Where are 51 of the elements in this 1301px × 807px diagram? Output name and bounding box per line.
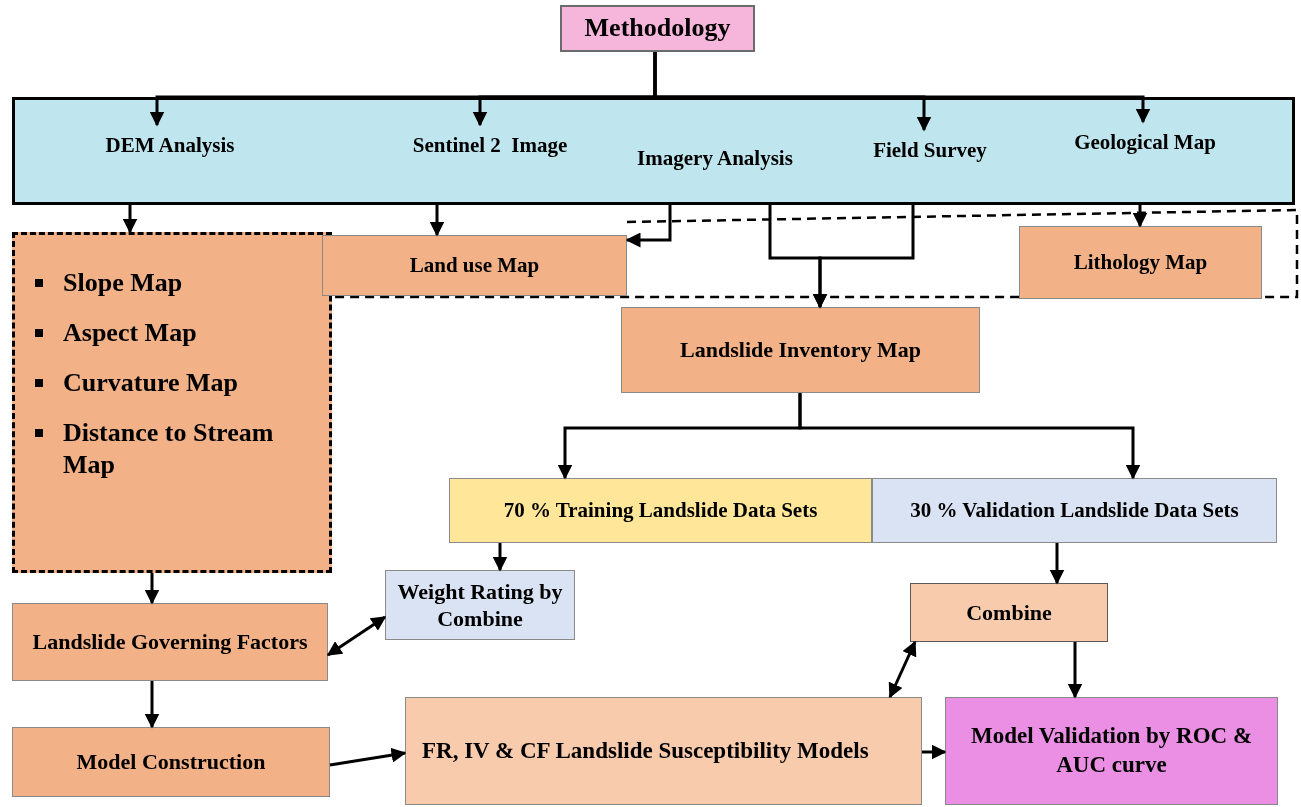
arrow [1049,543,1065,585]
process-box [322,235,627,296]
process-box [945,697,1278,805]
arrow [1067,642,1083,699]
source-label: DEM Analysis [105,131,235,159]
arrow [625,205,672,248]
arrow [798,393,1141,480]
box-label: Landslide Inventory Map [680,336,921,364]
arrow [144,681,160,729]
arrow [326,615,387,657]
box-label: FR, IV & CF Landslide Susceptibility Models [422,736,869,765]
factor-list-box [12,232,332,573]
box-label: 70 % Training Landslide Data Sets [503,497,818,524]
arrow [144,573,160,605]
source-label: Imagery Analysis [637,144,793,172]
box-label: Model Construction [76,748,266,776]
box-label: Model Validation by ROC & AUC curve [969,722,1254,779]
box-label: 30 % Validation Landslide Data Sets [910,497,1239,524]
data-source-band [12,97,1295,205]
box-label: Weight Rating by Combine [396,577,564,633]
box-label: Lithology Map [1073,249,1208,276]
box-label: Combine [966,598,1052,627]
process-box [12,727,330,797]
source-label: Field Survey [873,136,987,164]
source-label: Geological Map [1074,128,1216,156]
arrow [122,205,138,234]
arrow [812,205,915,309]
arrow [492,543,508,572]
arrow [653,52,1151,124]
process-box [449,478,872,543]
process-box [621,307,980,393]
process-box [910,583,1108,642]
process-box [385,570,575,640]
arrow [329,747,407,767]
source-label: Sentinel 2 Image [412,131,568,159]
arrow [1132,205,1148,228]
factor-item: Slope Map [63,267,184,299]
box-label: Landslide Governing Factors [32,628,308,656]
process-box [872,478,1277,543]
factor-item: Aspect Map [63,317,198,349]
box-label: Land use Map [409,252,540,279]
process-box [405,697,922,805]
arrow [888,640,917,699]
factor-item: Curvature Map [63,367,239,399]
arrow [922,744,947,760]
title-box [560,5,755,52]
arrow [429,205,445,237]
factor-item: Distance to Stream Map [63,417,275,481]
process-box [1019,226,1262,299]
process-box [12,603,328,681]
box-label: Methodology [584,12,731,45]
